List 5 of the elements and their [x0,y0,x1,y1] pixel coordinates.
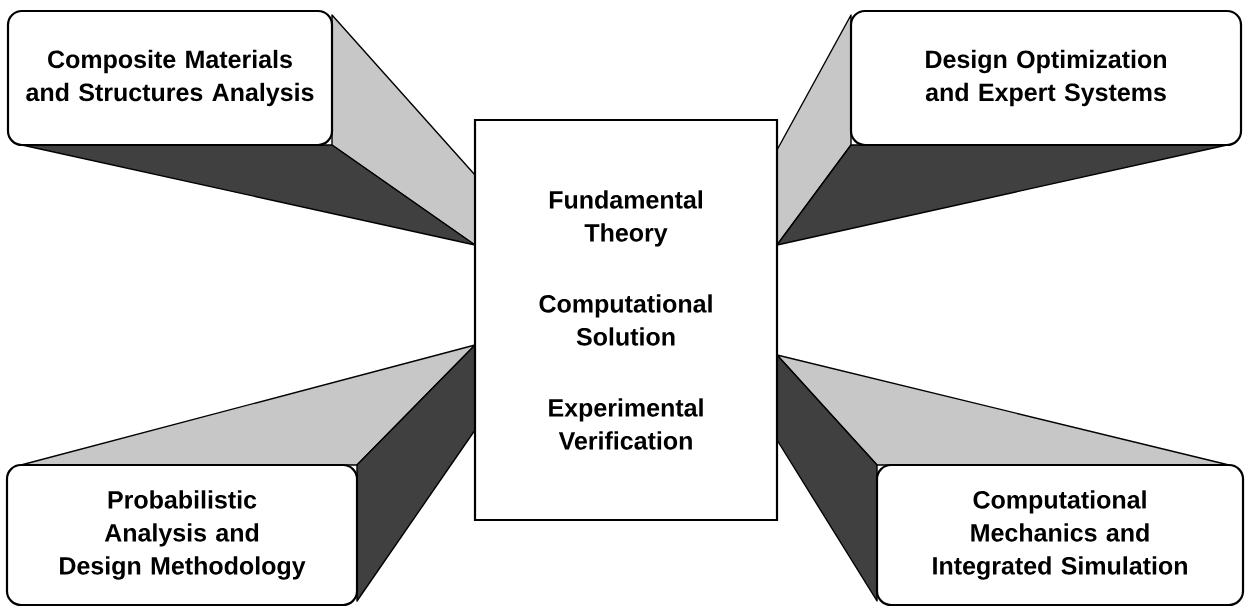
topic-box: Design Optimization and Expert Systems [849,9,1243,147]
topic-box: Probabilistic Analysis and Design Methodology [5,463,359,607]
topic-box: Computational Mechanics and Integrated Simulation [875,463,1245,607]
center-box: Fundamental Theory Computational Solution Experimental Verification [473,118,779,522]
topic-box: Composite Materials and Structures Analysis [6,9,334,147]
